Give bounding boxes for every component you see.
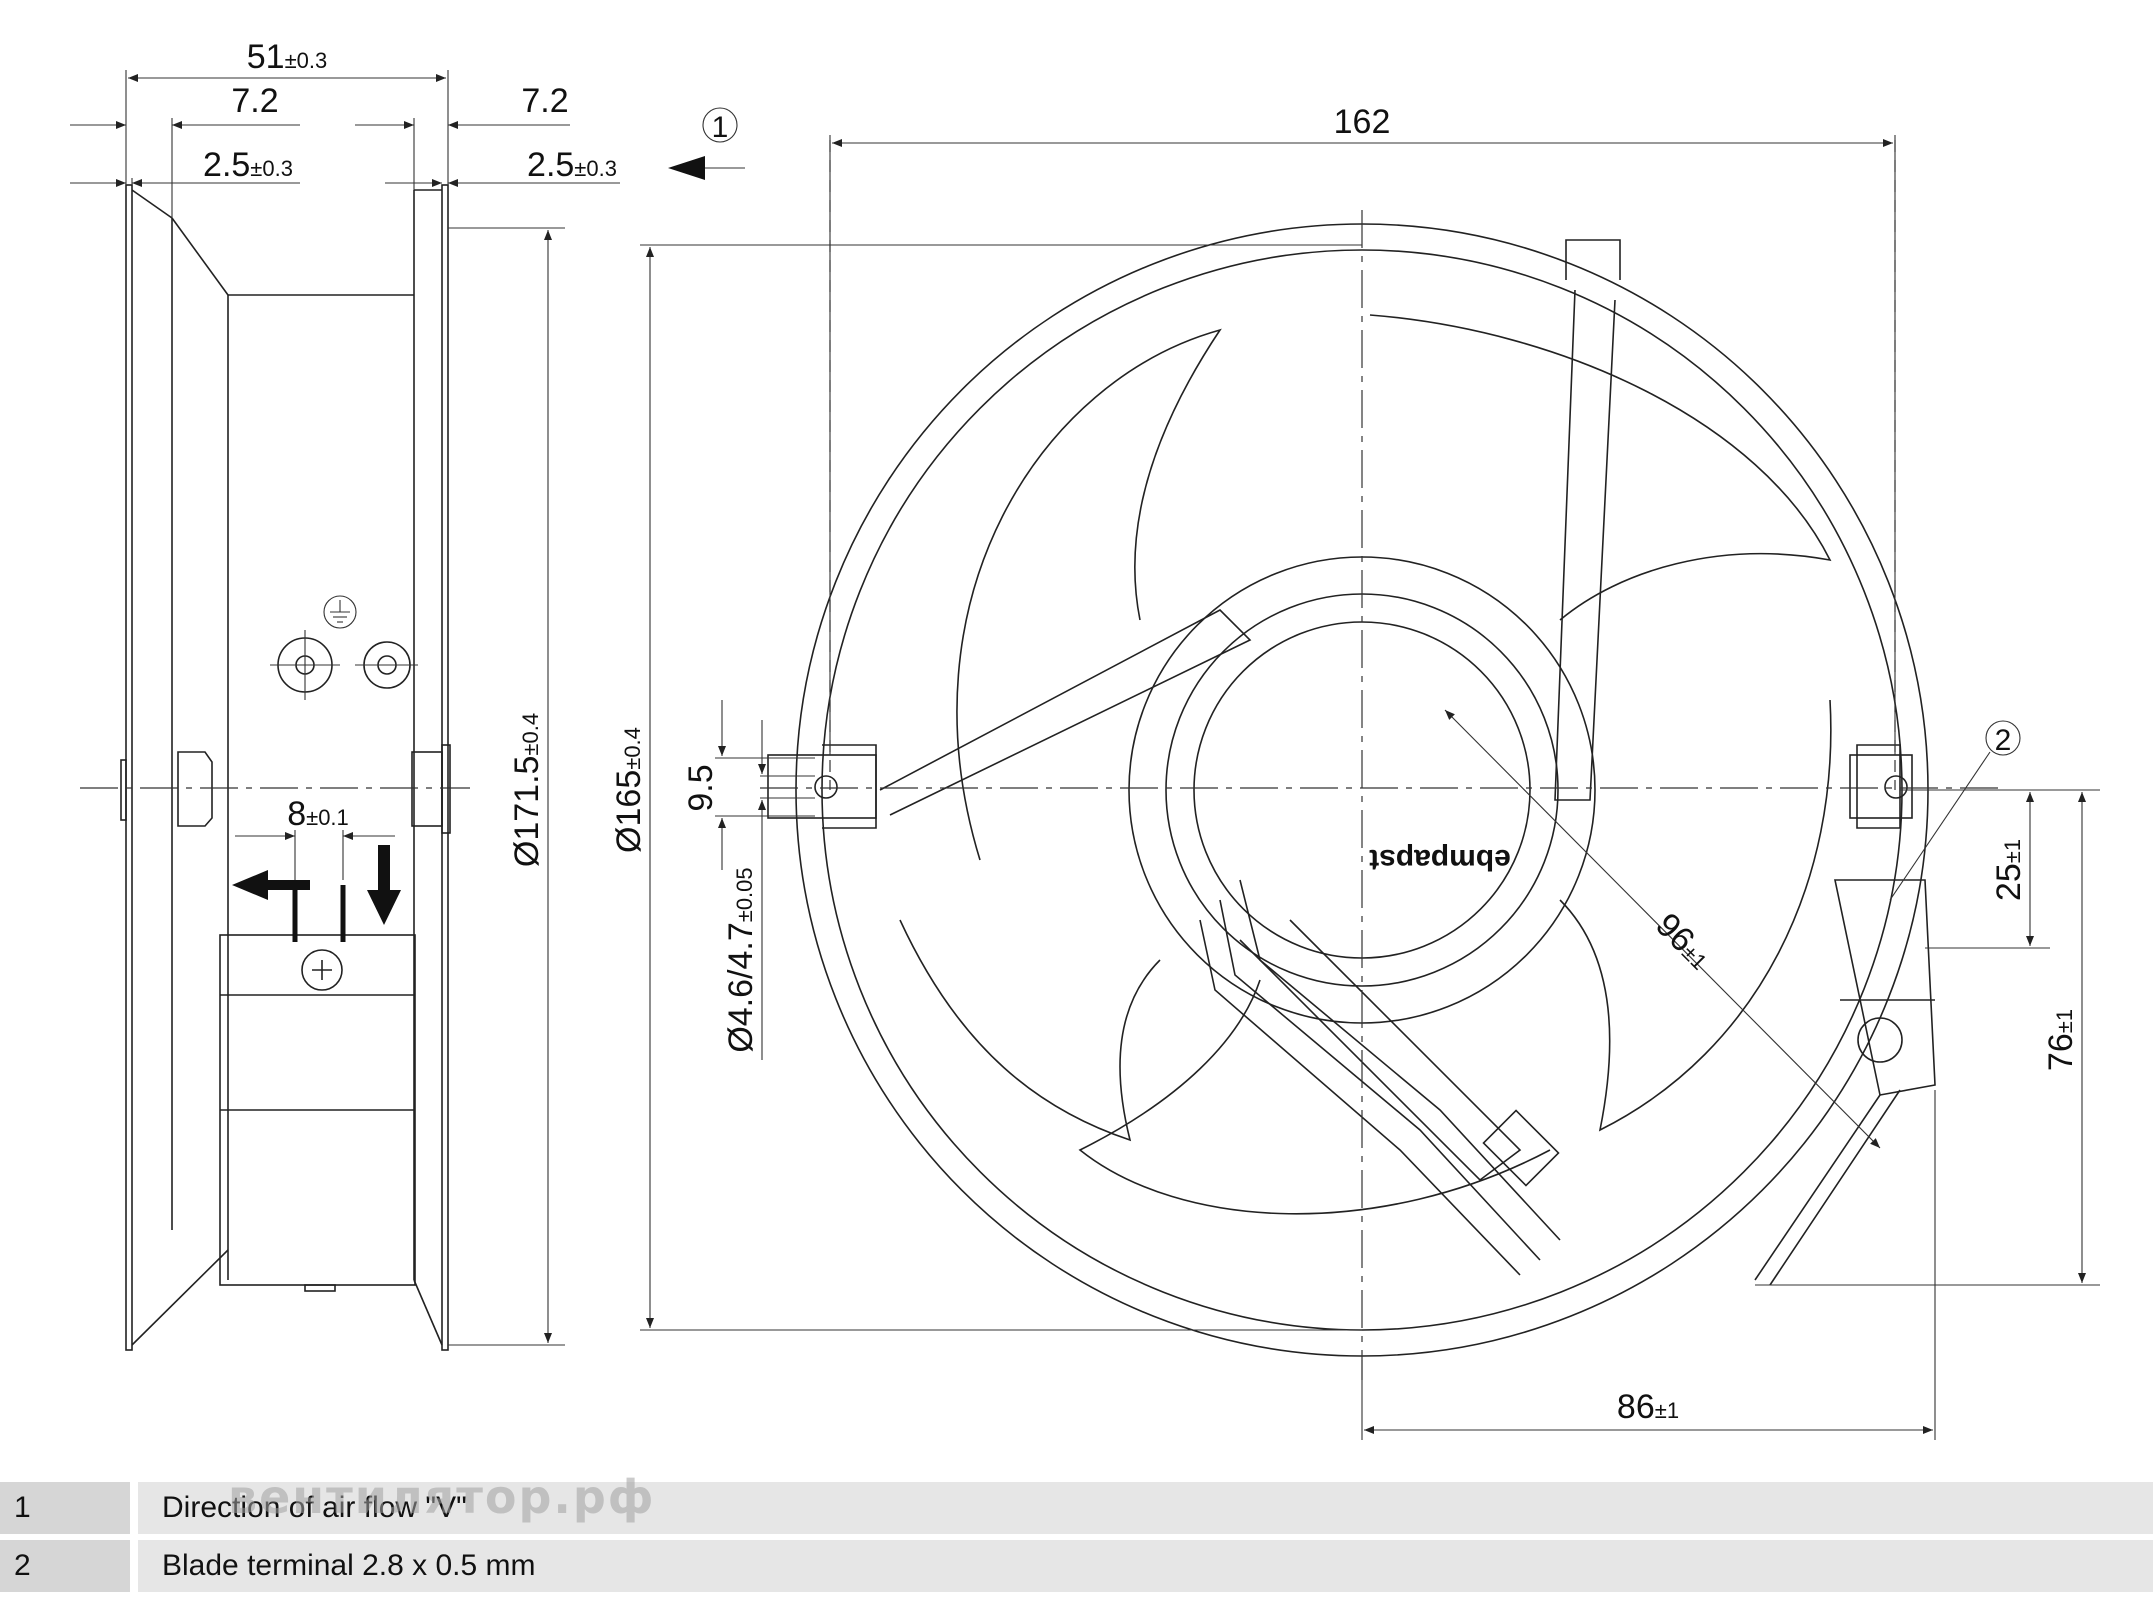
callout-1: 1 — [668, 107, 745, 180]
legend-description: Direction of air flow "V" — [138, 1482, 2153, 1534]
legend-row: 1 Direction of air flow "V" — [0, 1482, 2153, 1534]
side-right-flange-label: 7.2 — [521, 82, 568, 120]
side-left-thickness-label: 2.5±0.3 — [203, 146, 293, 184]
side-left-flange-label: 7.2 — [231, 82, 278, 120]
terminal-height-label: 25±1 — [1990, 839, 2028, 901]
box-width-label: 86±1 — [1617, 1388, 1679, 1426]
earth-ground-icon — [323, 595, 357, 629]
front-dimensions: 162 Ø165±0.4 9.5 Ø4.6/4.7±0.05 96±1 2 25… — [610, 103, 2100, 1440]
radius-label: 96±1 — [1648, 906, 1719, 977]
screw-icon — [301, 949, 343, 991]
side-right-thickness-label: 2.5±0.3 — [527, 146, 617, 184]
brand-label: ebmpapst — [1369, 843, 1511, 876]
svg-text:2: 2 — [1995, 724, 2012, 757]
legend-description: Blade terminal 2.8 x 0.5 mm — [138, 1540, 2153, 1592]
front-width-label: 162 — [1334, 103, 1391, 141]
hole-spacing-label: 9.5 — [682, 764, 720, 811]
box-height-label: 76±1 — [2042, 1009, 2080, 1071]
terminal-offset-label: 8±0.1 — [287, 795, 349, 833]
side-diameter-label: Ø171.5±0.4 — [508, 713, 546, 867]
fan-technical-drawing: 51±0.3 7.2 7.2 2.5±0.3 2.5±0.3 8±0.1 Ø17… — [70, 38, 2100, 1440]
airflow-arrow-icon — [232, 845, 401, 925]
front-view: ebmpapst — [760, 140, 2000, 1380]
front-diameter-label: Ø165±0.4 — [610, 727, 648, 853]
legend-table: 1 Direction of air flow "V" 2 Blade term… — [0, 1482, 2153, 1598]
side-view: 51±0.3 7.2 7.2 2.5±0.3 2.5±0.3 8±0.1 Ø17… — [70, 38, 620, 1351]
side-width-label: 51±0.3 — [247, 38, 328, 76]
watermark: вентилятор.рф — [228, 1470, 656, 1524]
svg-text:1: 1 — [712, 111, 729, 144]
callout-2: 2 — [1889, 720, 2021, 901]
legend-number: 1 — [0, 1482, 130, 1534]
hole-diameter-label: Ø4.6/4.7±0.05 — [722, 867, 760, 1052]
legend-number: 2 — [0, 1540, 130, 1592]
legend-row: 2 Blade terminal 2.8 x 0.5 mm — [0, 1540, 2153, 1592]
